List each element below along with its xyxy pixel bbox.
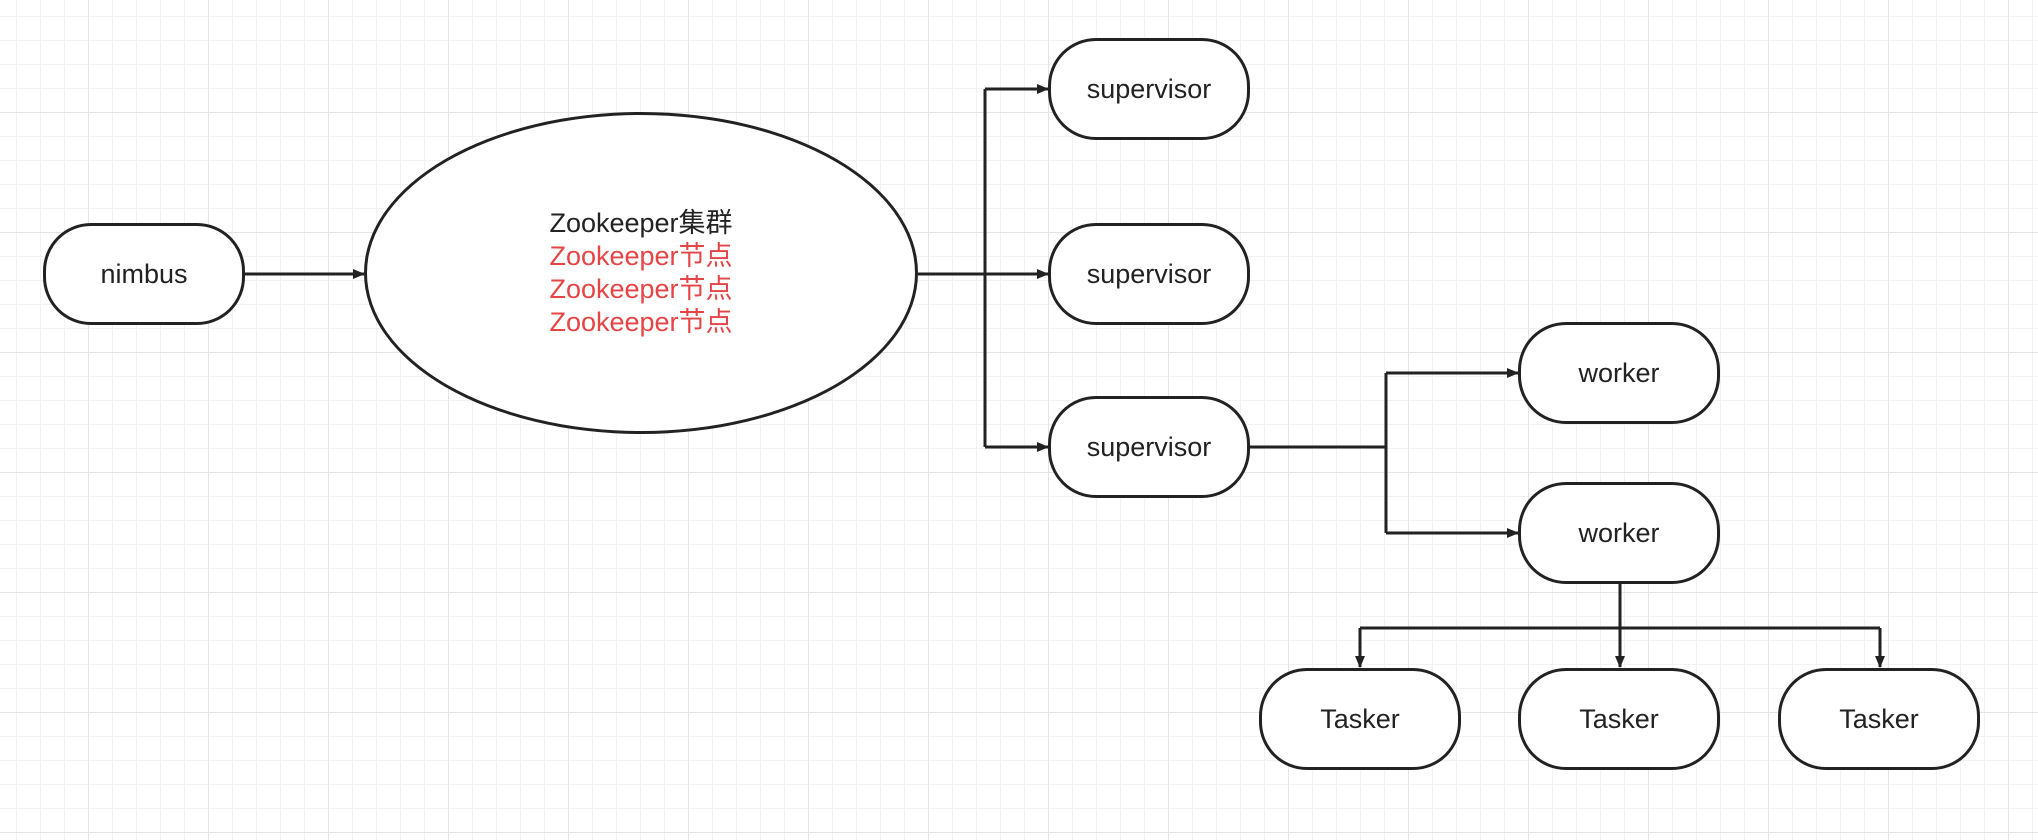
nimbus-label: nimbus — [100, 258, 188, 289]
zookeeper-cluster: Zookeeper集群 Zookeeper节点 Zookeeper节点 Zook… — [364, 112, 918, 434]
nimbus-node: nimbus — [43, 223, 245, 325]
cluster-title: Zookeeper集群 — [549, 208, 733, 238]
worker-node-1: worker — [1518, 322, 1720, 424]
supervisor-label: supervisor — [1086, 73, 1212, 104]
supervisor-node-3: supervisor — [1048, 396, 1250, 498]
tasker-node-3: Tasker — [1778, 668, 1980, 770]
worker-label: worker — [1578, 357, 1660, 388]
tasker-label: Tasker — [1839, 703, 1919, 734]
worker-label: worker — [1578, 517, 1660, 548]
tasker-label: Tasker — [1320, 703, 1400, 734]
cluster-node-label-2: Zookeeper节点 — [549, 274, 733, 304]
tasker-node-2: Tasker — [1518, 668, 1720, 770]
supervisor-label: supervisor — [1086, 431, 1212, 462]
supervisor-node-1: supervisor — [1048, 38, 1250, 140]
cluster-node-label-1: Zookeeper节点 — [549, 241, 733, 271]
tasker-label: Tasker — [1579, 703, 1659, 734]
worker-node-2: worker — [1518, 482, 1720, 584]
supervisor-node-2: supervisor — [1048, 223, 1250, 325]
tasker-node-1: Tasker — [1259, 668, 1461, 770]
cluster-node-label-3: Zookeeper节点 — [549, 307, 733, 337]
supervisor-label: supervisor — [1086, 258, 1212, 289]
